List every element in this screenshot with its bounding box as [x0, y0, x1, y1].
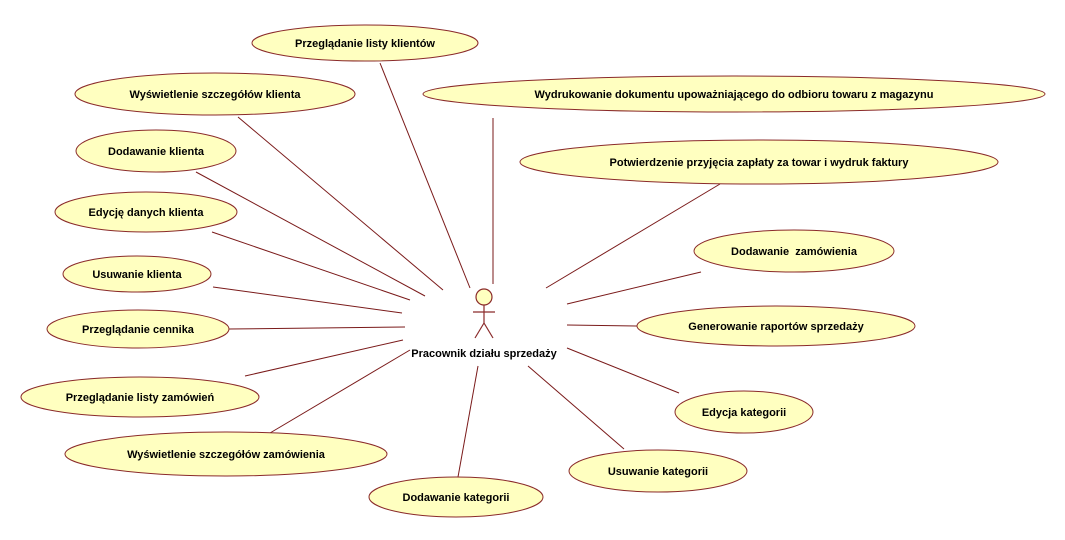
association-line — [244, 339, 404, 377]
association-line — [566, 271, 702, 305]
use-case[interactable]: Wyświetlenie szczegółów zamówienia — [64, 431, 388, 477]
use-case[interactable]: Przeglądanie cennika — [46, 309, 230, 349]
use-case-label: Przeglądanie cennika — [82, 324, 195, 336]
use-case-label: Wyświetlenie szczegółów zamówienia — [127, 449, 326, 461]
use-case-ellipse — [422, 75, 1046, 113]
association-line — [237, 116, 444, 291]
use-case-ellipse — [368, 476, 544, 518]
association-line — [269, 349, 411, 434]
association-line — [228, 326, 406, 330]
use-case[interactable]: Edycja kategorii — [674, 390, 814, 434]
association-line — [195, 171, 426, 297]
use-case-ellipse — [62, 255, 212, 293]
use-case-ellipse — [54, 191, 238, 233]
actor-label: Pracownik działu sprzedaży — [411, 348, 557, 360]
use-case-label: Przeglądanie listy klientów — [295, 38, 435, 50]
actor-right-leg — [483, 322, 494, 339]
use-case-label: Dodawanie kategorii — [403, 492, 510, 504]
use-case-label: Usuwanie kategorii — [608, 466, 708, 478]
use-case-ellipse — [20, 376, 260, 418]
use-case-ellipse — [636, 305, 916, 347]
association-line — [545, 183, 721, 289]
use-case[interactable]: Usuwanie kategorii — [568, 449, 748, 493]
use-case[interactable]: Wydrukowanie dokumentu upoważniającego d… — [422, 75, 1046, 113]
use-case-group: Przeglądanie listy klientówWyświetlenie … — [20, 24, 1046, 518]
association-line — [566, 324, 638, 327]
use-case-ellipse — [74, 72, 356, 116]
use-case-label: Generowanie raportów sprzedaży — [688, 321, 864, 333]
actor[interactable]: Pracownik działu sprzedaży — [411, 288, 558, 360]
use-case-ellipse — [64, 431, 388, 477]
use-case-label: Edycję danych klienta — [89, 207, 205, 219]
association-lines — [195, 62, 721, 478]
use-case-label: Przeglądanie listy zamówień — [66, 392, 215, 404]
use-case-label: Wydrukowanie dokumentu upoważniającego d… — [535, 89, 934, 101]
use-case-label: Dodawanie zamówienia — [731, 246, 858, 258]
association-line — [211, 231, 411, 301]
use-case-label: Edycja kategorii — [702, 407, 786, 419]
use-case[interactable]: Przeglądanie listy klientów — [251, 24, 479, 62]
use-case[interactable]: Generowanie raportów sprzedaży — [636, 305, 916, 347]
association-line — [379, 62, 471, 289]
use-case[interactable]: Dodawanie zamówienia — [693, 229, 895, 273]
use-case[interactable]: Dodawanie klienta — [75, 129, 237, 173]
association-line — [457, 365, 479, 478]
use-case[interactable]: Dodawanie kategorii — [368, 476, 544, 518]
actor-head — [475, 288, 493, 306]
actor-left-leg — [474, 322, 485, 339]
association-line — [566, 347, 680, 394]
use-case-ellipse — [674, 390, 814, 434]
use-case[interactable]: Edycję danych klienta — [54, 191, 238, 233]
use-case-ellipse — [568, 449, 748, 493]
use-case-label: Potwierdzenie przyjęcia zapłaty za towar… — [610, 157, 910, 169]
use-case-label: Dodawanie klienta — [108, 146, 205, 158]
association-line — [212, 286, 403, 314]
use-case[interactable]: Wyświetlenie szczegółów klienta — [74, 72, 356, 116]
use-case[interactable]: Usuwanie klienta — [62, 255, 212, 293]
use-case-ellipse — [519, 139, 999, 185]
use-case-label: Usuwanie klienta — [92, 269, 182, 281]
use-case[interactable]: Przeglądanie listy zamówień — [20, 376, 260, 418]
use-case-ellipse — [251, 24, 479, 62]
use-case-ellipse — [46, 309, 230, 349]
use-case-ellipse — [693, 229, 895, 273]
use-case-label: Wyświetlenie szczegółów klienta — [130, 89, 302, 101]
use-case[interactable]: Potwierdzenie przyjęcia zapłaty za towar… — [519, 139, 999, 185]
use-case-ellipse — [75, 129, 237, 173]
association-line — [527, 365, 625, 450]
